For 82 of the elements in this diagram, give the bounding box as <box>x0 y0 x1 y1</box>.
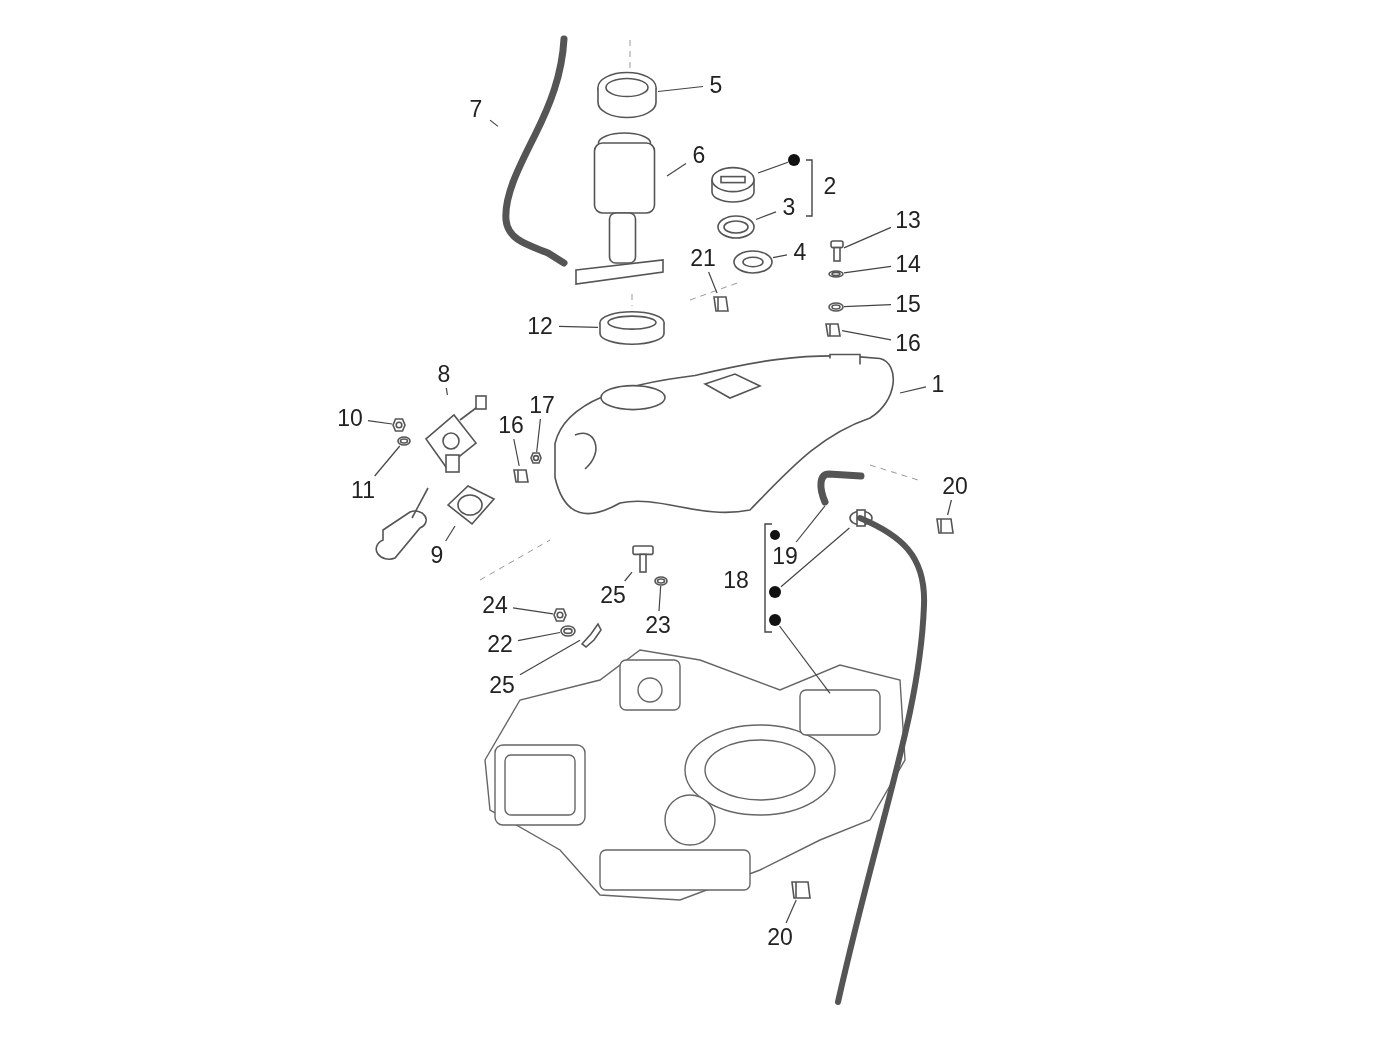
bolt <box>830 240 844 262</box>
callout-number: 20 <box>937 472 973 500</box>
callout-number: 7 <box>462 95 490 123</box>
nut <box>392 418 406 432</box>
clip <box>935 515 955 535</box>
leader-line <box>666 163 687 177</box>
callout-number: 4 <box>787 238 813 266</box>
leader-line <box>899 386 927 394</box>
bullet-dot <box>769 586 781 598</box>
bullet-dot <box>788 154 800 166</box>
connector <box>848 508 874 528</box>
washer <box>560 625 576 637</box>
leader-line <box>658 585 662 612</box>
callout-number: 23 <box>640 611 676 639</box>
callout-number: 25 <box>595 581 631 609</box>
ring-nut-drawing <box>598 310 666 346</box>
leader-line <box>374 445 401 477</box>
leader-line <box>445 525 456 542</box>
bolt <box>632 545 654 573</box>
callout-number: 24 <box>477 591 513 619</box>
callout-number: 5 <box>703 71 729 99</box>
callout-number: 21 <box>686 244 720 272</box>
leader-line <box>755 211 777 221</box>
callout-number: 11 <box>345 476 381 504</box>
leader-line <box>843 226 892 249</box>
leader-line <box>517 631 561 642</box>
callout-number: 17 <box>525 391 559 419</box>
callout-number: 19 <box>767 542 803 570</box>
leader-line <box>536 418 541 453</box>
leader-line <box>772 254 788 259</box>
seal-ring <box>716 214 756 240</box>
nut <box>530 452 542 464</box>
clip <box>512 466 530 484</box>
nut <box>553 608 567 622</box>
callout-number: 16 <box>494 411 528 439</box>
leader-line <box>757 161 789 174</box>
leader-line <box>513 438 520 467</box>
hose-drawing <box>815 468 865 506</box>
washer <box>733 250 773 274</box>
callout-number: 3 <box>776 193 802 221</box>
callout-number: 15 <box>891 290 925 318</box>
leader-line <box>624 571 633 582</box>
leader-line <box>657 85 704 93</box>
clip <box>824 320 842 338</box>
leader-line <box>843 265 892 274</box>
leader-line <box>558 325 599 328</box>
leader-line <box>780 527 850 588</box>
leader-line <box>843 304 892 308</box>
callout-number: 13 <box>891 206 925 234</box>
leader-line <box>512 607 554 615</box>
leader-line <box>367 420 393 425</box>
washer <box>397 436 411 446</box>
callout-number: 25 <box>484 671 520 699</box>
leader-line <box>445 387 448 396</box>
leader-line <box>841 330 892 341</box>
leader-line <box>795 505 826 543</box>
leader-line <box>489 119 499 127</box>
ring-nut-drawing <box>596 70 658 120</box>
callout-number: 16 <box>891 329 925 357</box>
callout-number: 22 <box>482 630 518 658</box>
leader-line <box>785 899 797 924</box>
leader-line <box>708 271 718 294</box>
clip <box>712 293 730 313</box>
leader-line <box>947 499 952 516</box>
callout-number: 10 <box>332 404 368 432</box>
callout-number: 8 <box>430 360 458 388</box>
callout-number: 20 <box>762 923 798 951</box>
callout-number: 14 <box>891 250 925 278</box>
callout-number: 6 <box>686 141 712 169</box>
bullet-dot <box>769 614 781 626</box>
callout-number: 12 <box>521 312 559 340</box>
callout-number: 1 <box>926 370 950 398</box>
leader-line <box>778 625 831 694</box>
washer <box>654 576 668 586</box>
callout-number: 18 <box>722 566 750 594</box>
washer <box>828 270 844 278</box>
washer <box>828 302 844 312</box>
callout-number: 9 <box>424 541 450 569</box>
leader-line <box>519 639 581 676</box>
callout-number: 2 <box>822 172 838 200</box>
clip <box>790 878 812 900</box>
fitting <box>580 620 602 648</box>
